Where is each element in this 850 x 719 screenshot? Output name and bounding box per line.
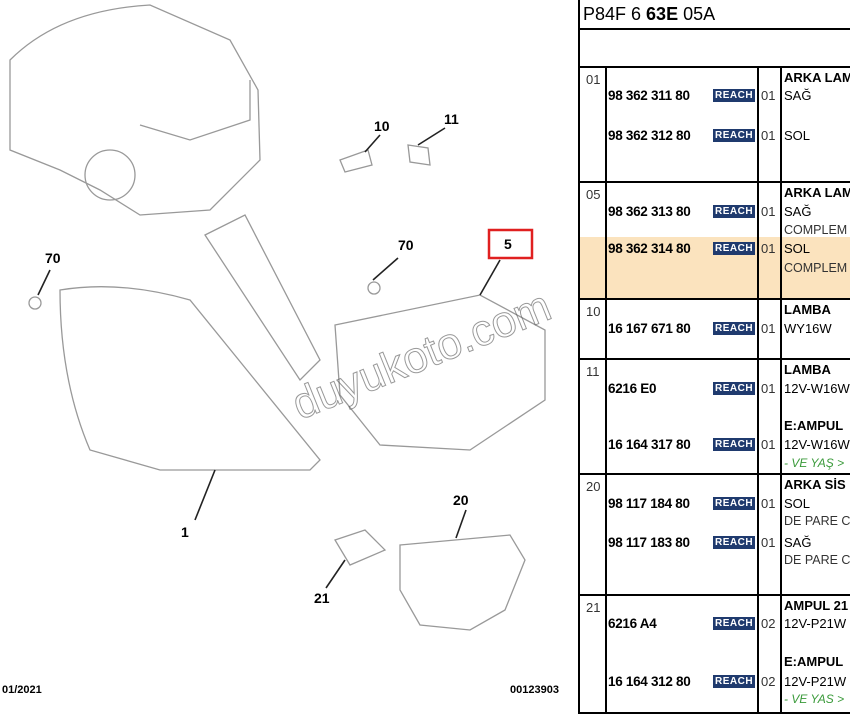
part-number[interactable]: 98 117 184 80	[608, 496, 690, 511]
part-remark: COMPLEM	[784, 261, 848, 275]
part-variant: SAĞ	[784, 204, 812, 219]
quantity: 01	[761, 88, 776, 103]
ref-number: 20	[586, 479, 601, 494]
part-description: ARKA SİS	[784, 477, 846, 492]
part-row: 21 AMPUL 21 6216 A4 REACH 02 12V-P21W E:AMPUL 1…	[580, 596, 850, 714]
quantity: 01	[761, 437, 776, 452]
part-number[interactable]: 98 362 313 80	[608, 204, 691, 219]
part-variant: SOL	[784, 496, 811, 511]
reach-badge: REACH	[713, 89, 756, 102]
part-number[interactable]: 98 362 311 80	[608, 88, 690, 103]
reach-badge: REACH	[713, 497, 756, 510]
part-remark: DE PARE C	[784, 514, 850, 528]
quantity: 01	[761, 128, 776, 143]
callout-20[interactable]: 20	[453, 492, 469, 508]
part-description: AMPUL 21	[784, 598, 849, 613]
part-number[interactable]: 98 362 312 80	[608, 128, 691, 143]
part-variant: 12V-P21W	[784, 674, 847, 689]
part-number[interactable]: 98 117 183 80	[608, 535, 690, 550]
part-remark: DE PARE C	[784, 553, 850, 567]
footer-date: 01/2021	[2, 684, 42, 696]
callout-5[interactable]: 5	[504, 236, 512, 252]
reach-badge: REACH	[713, 617, 756, 630]
callout-1[interactable]: 1	[181, 524, 189, 540]
part-number[interactable]: 6216 E0	[608, 381, 657, 396]
part-variant: WY16W	[784, 321, 832, 336]
part-variant: 12V-P21W	[784, 616, 847, 631]
highlight-box	[487, 228, 534, 260]
quantity: 01	[761, 241, 776, 256]
part-remark: COMPLEM	[784, 223, 848, 237]
reach-badge: REACH	[713, 242, 756, 255]
exploded-view-illustration: duyukoto.com	[9, 4, 558, 631]
ref-number: 10	[586, 304, 601, 319]
part-description: ARKA LAM	[784, 70, 850, 85]
part-description: E:AMPUL	[784, 418, 844, 433]
part-note: - VE YAS >	[784, 692, 845, 706]
part-description: ARKA LAM	[784, 185, 850, 200]
part-variant: 12V-W16W	[784, 437, 850, 452]
callout-11[interactable]: 11	[444, 111, 459, 127]
part-description: LAMBA	[784, 362, 831, 377]
part-variant: SOL	[784, 241, 811, 256]
part-variant: SOL	[784, 128, 811, 143]
part-description: E:AMPUL	[784, 654, 844, 669]
reach-badge: REACH	[713, 675, 756, 688]
footer-code: 00123903	[510, 684, 559, 696]
part-note: - VE YAŞ >	[784, 456, 845, 470]
part-row: 20 ARKA SİS 98 117 184 80 REACH 01 SOL DE PARE…	[580, 475, 850, 596]
panel-title: P84F 6 63E 05A	[580, 0, 850, 30]
quantity: 02	[761, 616, 776, 631]
header-spacer	[580, 30, 850, 68]
part-variant: SAĞ	[784, 535, 812, 550]
ref-number: 05	[586, 187, 601, 202]
reach-badge: REACH	[713, 382, 756, 395]
reach-badge: REACH	[713, 438, 756, 451]
part-number[interactable]: 98 362 314 80	[608, 241, 691, 256]
part-number[interactable]: 16 167 671 80	[608, 321, 691, 336]
ref-number: 11	[586, 364, 600, 379]
callout-70[interactable]: 70	[398, 237, 414, 253]
reach-badge: REACH	[713, 536, 756, 549]
ref-number: 01	[586, 72, 601, 87]
reach-badge: REACH	[713, 129, 756, 142]
parts-diagram: duyukoto.com 10 11 70 70 5 1 20 21 01/20…	[2, 4, 559, 696]
callout-10[interactable]: 10	[374, 118, 390, 134]
reach-badge: REACH	[713, 205, 756, 218]
quantity: 01	[761, 535, 776, 550]
reach-badge: REACH	[713, 322, 756, 335]
part-number[interactable]: 16 164 317 80	[608, 437, 691, 452]
part-number[interactable]: 16 164 312 80	[608, 674, 691, 689]
part-variant: SAĞ	[784, 88, 812, 103]
quantity: 01	[761, 496, 776, 511]
callout-70[interactable]: 70	[45, 250, 61, 266]
part-variant: 12V-W16W	[784, 381, 850, 396]
part-number[interactable]: 6216 A4	[608, 616, 657, 631]
quantity: 01	[761, 381, 776, 396]
part-row: 05 ARKA LAM 98 362 313 80 REACH 01 SAĞ COMPLEM…	[580, 183, 850, 300]
quantity: 01	[761, 204, 776, 219]
part-row: 11 LAMBA 6216 E0 REACH 01 12V-W16W E:AMPUL 16 1…	[580, 360, 850, 475]
watermark: duyukoto.com	[285, 281, 557, 429]
quantity: 01	[761, 321, 776, 336]
callout-21[interactable]: 21	[314, 590, 330, 606]
quantity: 02	[761, 674, 776, 689]
part-row: 10 LAMBA 16 167 671 80 REACH 01 WY16W	[580, 300, 850, 360]
part-description: LAMBA	[784, 302, 831, 317]
ref-number: 21	[586, 600, 601, 615]
